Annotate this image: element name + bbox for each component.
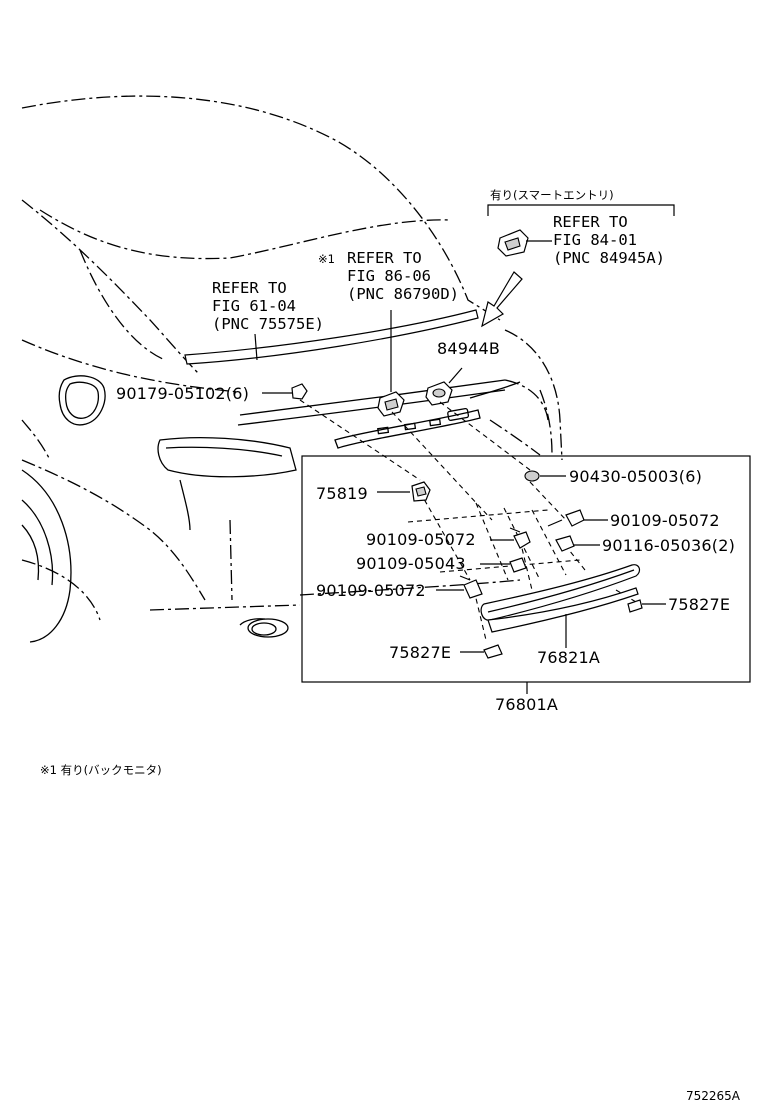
illustration-code: 752265A <box>686 1089 741 1103</box>
trunk-lid <box>237 379 521 449</box>
pad-75827e-right-shape <box>627 599 666 613</box>
label-90109-05072-low: 90109-05072 <box>316 581 426 600</box>
screw-90109-05072-right-shape <box>547 509 608 527</box>
ref-86-line2: FIG 86-06 <box>347 267 431 285</box>
ref-84-line2: FIG 84-01 <box>553 231 637 249</box>
smart-entry-bracket <box>487 204 675 216</box>
ref-86-mark: ※1 <box>318 252 335 266</box>
screw-90116-shape <box>555 535 600 552</box>
clip-90179-shape <box>262 383 308 400</box>
label-90109-05072-right: 90109-05072 <box>610 511 720 530</box>
ref-86-line3: (PNC 86790D) <box>347 285 459 303</box>
smart-entry-switch-part <box>497 229 552 257</box>
assembly-dashed-lines <box>299 399 637 641</box>
part-75819-shape <box>377 481 431 502</box>
part-84944b-shape <box>425 367 463 406</box>
nut-90430-shape <box>524 470 566 482</box>
wheel-arch <box>21 469 72 643</box>
direction-arrow <box>481 271 523 328</box>
screw-90109-05072-low-shape <box>436 575 483 599</box>
label-75819: 75819 <box>316 484 368 503</box>
footnote: ※1 有り(バックモニタ) <box>40 763 162 777</box>
ref-84-line3: (PNC 84945A) <box>553 249 665 267</box>
screw-90109-05043-shape <box>480 557 527 573</box>
ref-61-line3: (PNC 75575E) <box>212 315 324 333</box>
label-76801a: 76801A <box>495 695 558 714</box>
smart-entry-header: 有り(スマートエントリ) <box>490 188 614 202</box>
back-camera-part <box>377 310 405 417</box>
tail-lamp <box>157 436 297 531</box>
fuel-lid <box>58 375 106 426</box>
label-90109-05072-mid: 90109-05072 <box>366 530 476 549</box>
ref-86-line1: REFER TO <box>347 249 422 267</box>
garnish-76821a-shape <box>480 564 641 648</box>
label-76821a: 76821A <box>537 648 600 667</box>
ref-61-line1: REFER TO <box>212 279 287 297</box>
label-84944b: 84944B <box>437 339 500 358</box>
label-75827e-left: 75827E <box>389 643 451 662</box>
screw-90109-05072-mid-shape <box>490 527 531 549</box>
car-body-outline <box>21 95 563 621</box>
rear-spoiler <box>184 309 479 365</box>
ref-61-line2: FIG 61-04 <box>212 297 296 315</box>
label-90109-05043: 90109-05043 <box>356 554 466 573</box>
ref-84-line1: REFER TO <box>553 213 628 231</box>
label-90430-05003: 90430-05003(6) <box>569 467 702 486</box>
label-75827e-right: 75827E <box>668 595 730 614</box>
label-90179-05102: 90179-05102(6) <box>116 384 249 403</box>
garnish-assembly-box <box>301 455 751 694</box>
pad-75827e-left-shape <box>460 644 503 659</box>
label-90116-05036: 90116-05036(2) <box>602 536 735 555</box>
exhaust-tip <box>239 618 289 638</box>
